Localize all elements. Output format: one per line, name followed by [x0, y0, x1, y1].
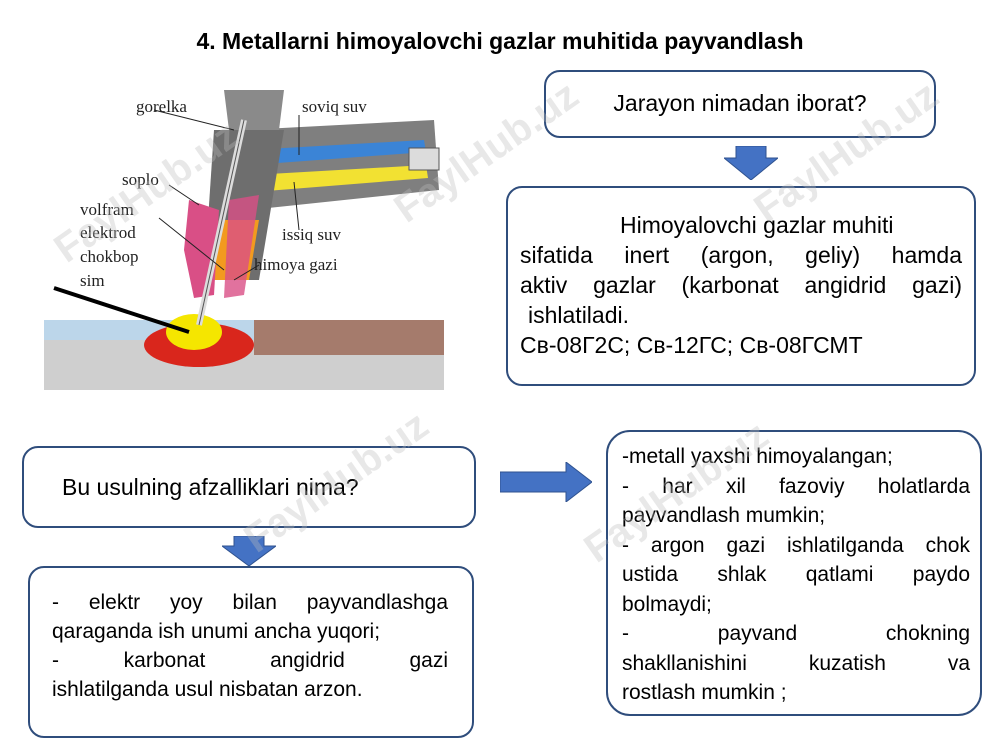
question-box-process: Jarayon nimadan iborat?	[544, 70, 936, 138]
label-himoya-gazi: himoya gazi	[254, 255, 338, 274]
answer3-line2: - har xil fazoviy holatlarda	[622, 474, 970, 498]
filler-wire	[53, 286, 190, 334]
answer1-line1: Himoyalovchi gazlar muhiti	[620, 212, 894, 238]
label-issiq-suv: issiq suv	[282, 225, 342, 244]
answer2-line4: ishlatilganda usul nisbatan arzon.	[52, 678, 363, 701]
label-soviq-suv: soviq suv	[302, 97, 367, 116]
arrow-right-icon	[500, 462, 592, 502]
answer3-line5: ustida shlak qatlami paydo	[622, 563, 970, 586]
answer3-line4: - argon gazi ishlatilganda chok	[622, 533, 970, 557]
arrow-down-icon	[222, 536, 276, 566]
arc-zone	[166, 314, 222, 350]
answer3-line6: bolmaydi;	[622, 592, 712, 616]
welding-torch-diagram: gorelka soviq suv soplo volfram elektrod…	[44, 90, 444, 390]
answer3-line1: -metall yaxshi himoyalangan;	[622, 445, 893, 468]
answer1-line2: sifatida inert (argon, geliy) hamda	[520, 242, 962, 268]
answer3-line9: rostlash mumkin ;	[622, 681, 787, 704]
question-advantages-text: Bu usulning afzalliklari nima?	[62, 474, 359, 500]
label-soplo: soplo	[122, 170, 159, 189]
page-title: 4. Metallarni himoyalovchi gazlar muhiti…	[196, 28, 804, 54]
label-volfram: volfram	[80, 200, 134, 219]
cold-water-channel	[249, 140, 426, 165]
answer1-line5: Св-08Г2С; Св-12ГС; Св-08ГСМТ	[520, 332, 863, 358]
answer-box-advantages: - elektr yoy bilan payvandlashga qaragan…	[28, 566, 474, 738]
arrow-down-icon	[724, 146, 778, 180]
hose-connector	[408, 147, 440, 171]
question-box-advantages: Bu usulning afzalliklari nima?	[22, 446, 476, 528]
answer3-line7: - payvand chokning	[622, 622, 970, 645]
label-elektrod: elektrod	[80, 223, 136, 242]
answer3-line3: payvandlash mumkin;	[622, 504, 826, 527]
answer1-line3: aktiv gazlar (karbonat angidrid gazi)	[520, 272, 962, 298]
answer-box-process: Himoyalovchi gazlar muhiti sifatida iner…	[506, 186, 976, 386]
answer2-line3: - karbonat angidrid gazi	[52, 649, 448, 672]
label-gorelka: gorelka	[136, 97, 187, 116]
label-chokbop: chokbop	[80, 247, 139, 266]
hot-water-channel	[251, 165, 428, 192]
label-sim: sim	[80, 271, 105, 290]
answer2-line1: - elektr yoy bilan payvandlashga	[52, 591, 448, 614]
answer-box-benefits-list: -metall yaxshi himoyalangan; - har xil f…	[606, 430, 982, 716]
answer3-line8: shakllanishini kuzatish va	[622, 651, 970, 675]
weld-plate	[254, 320, 444, 355]
torch-cap	[224, 90, 284, 130]
answer1-line4: ishlatiladi.	[528, 302, 629, 328]
question-process-text: Jarayon nimadan iborat?	[613, 90, 867, 116]
answer2-line2: qaraganda ish unumi ancha yuqori;	[52, 620, 381, 643]
